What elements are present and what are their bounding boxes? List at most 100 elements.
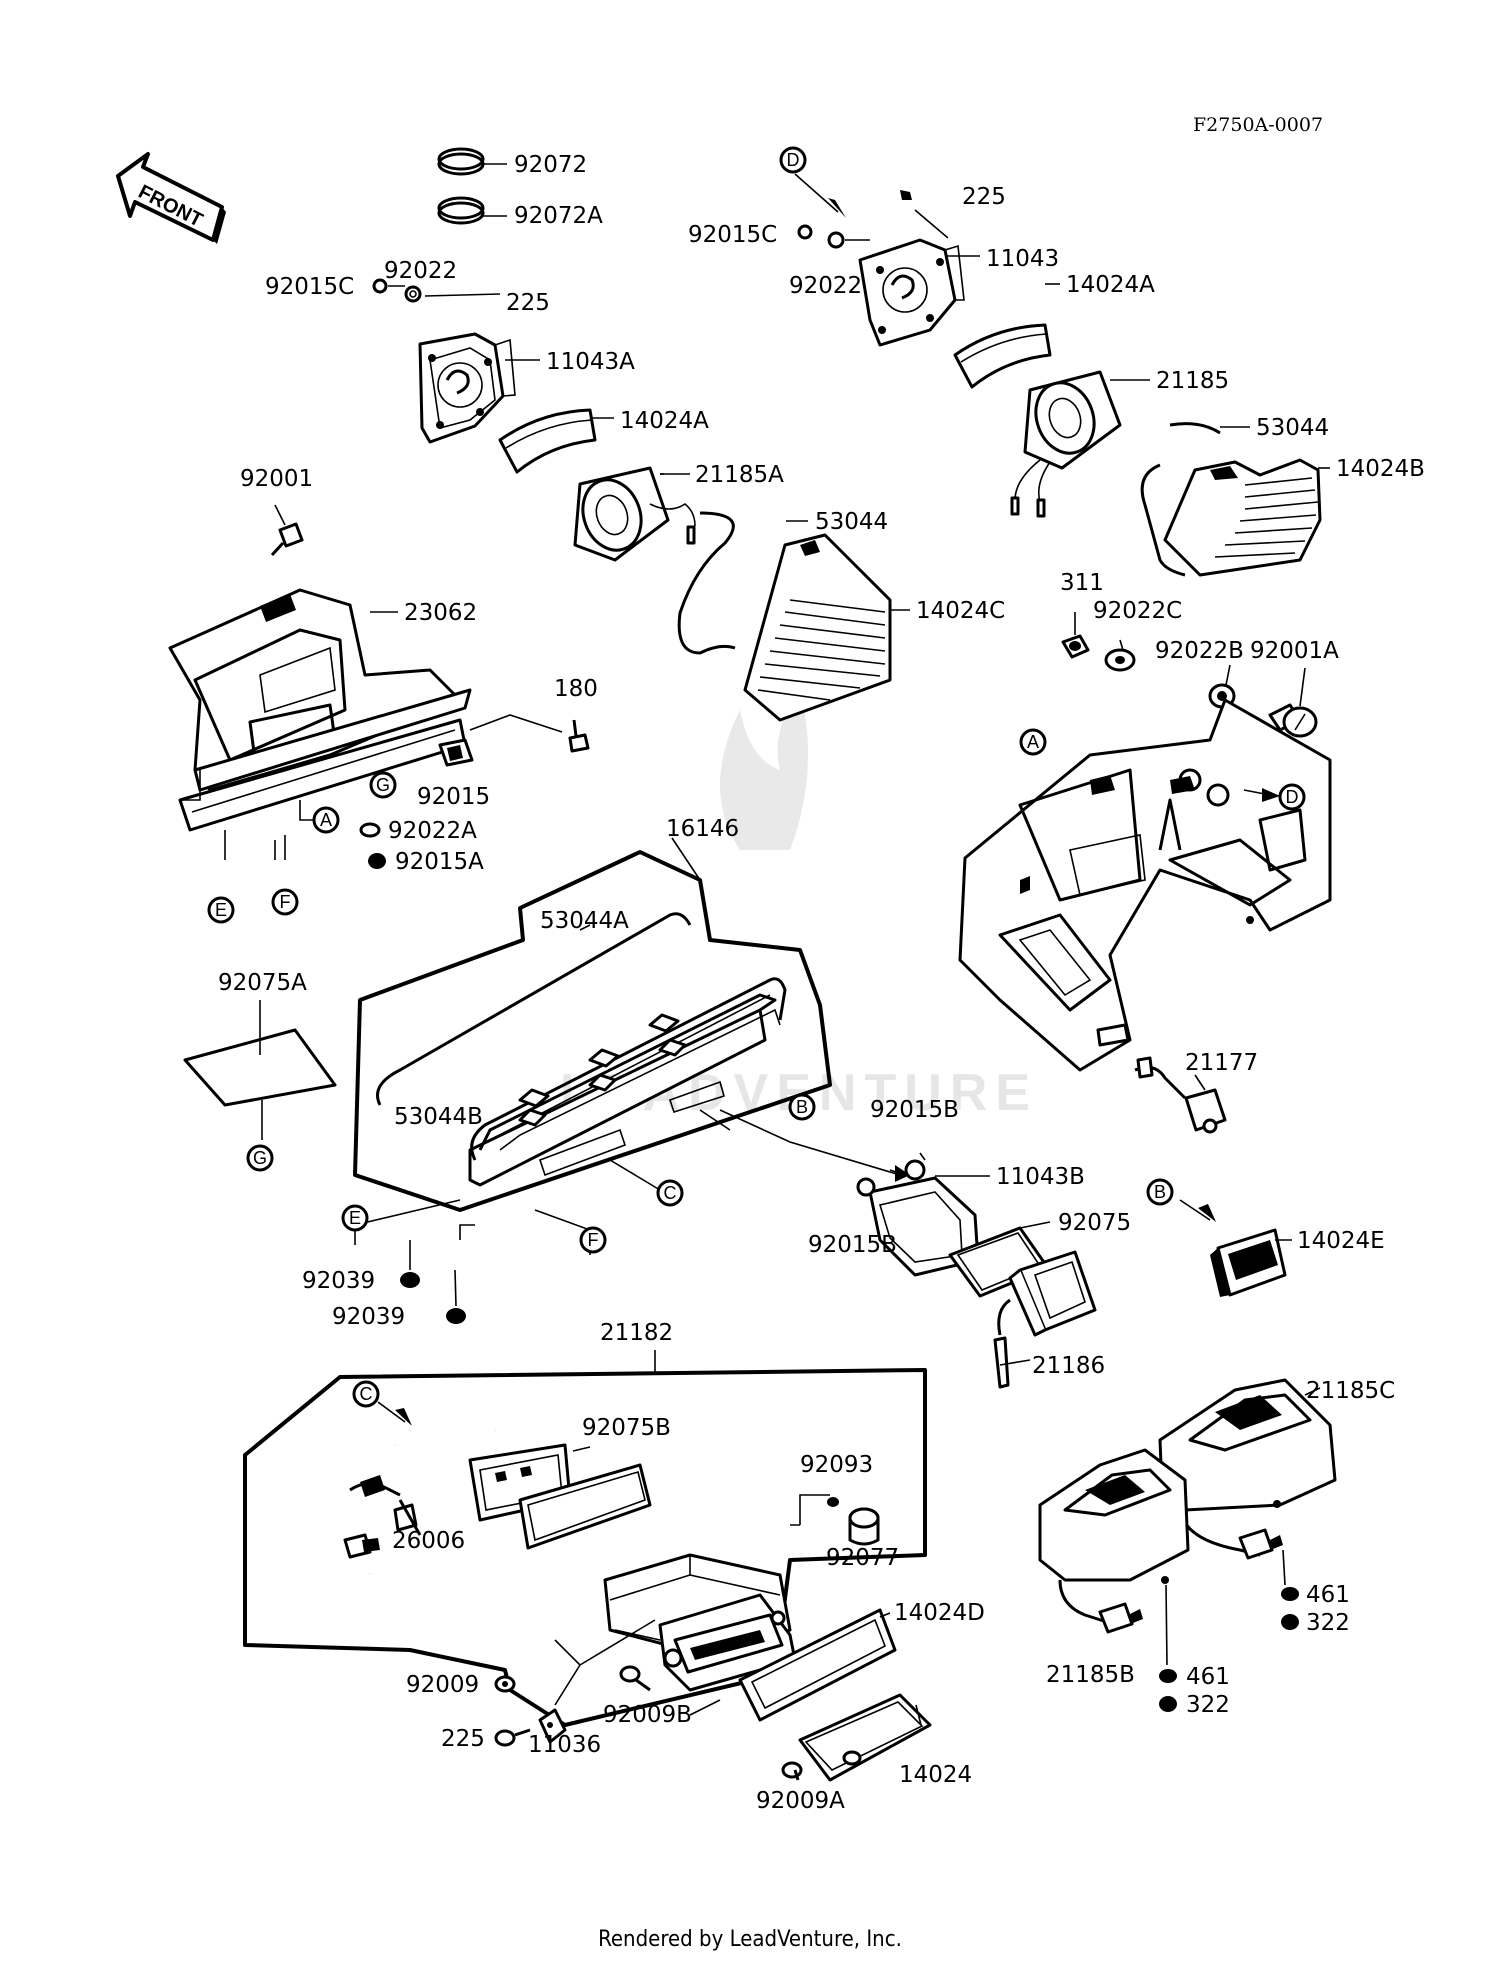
washer-461 [1281, 1549, 1299, 1601]
callout: 92015A [395, 849, 484, 875]
callout: 92075A [218, 970, 307, 996]
callout: 14024D [894, 1600, 985, 1626]
console-body [958, 698, 1332, 1072]
ref-A-bracket: A [312, 806, 340, 834]
screw-180 [469, 714, 590, 753]
callout: 92022 [384, 258, 457, 284]
ref-G-sheet: G [246, 1144, 274, 1172]
switch-21186 [993, 1250, 1097, 1389]
callout: 11043 [986, 246, 1059, 272]
wire-53044-left [677, 511, 736, 655]
callout: 92015 [417, 784, 490, 810]
screw-225 [494, 1728, 531, 1747]
callout: 92015C [265, 274, 354, 300]
callout: 53044 [815, 509, 888, 535]
nut-92015A [368, 853, 386, 869]
ref-letter: E [349, 1208, 361, 1228]
callout: 92039 [302, 1268, 375, 1294]
speaker-box-21185B [1038, 1448, 1190, 1634]
speaker-cover-left [498, 408, 614, 474]
clamp-part [437, 196, 507, 225]
speaker-left [573, 466, 696, 562]
ref-letter: G [376, 775, 390, 795]
callout: 92077 [826, 1545, 899, 1571]
callout: 92072 [514, 152, 587, 178]
ref-C-tray: C [656, 1179, 684, 1207]
callout: 322 [1186, 1692, 1230, 1718]
callout: 92009B [603, 1702, 692, 1728]
ref-letter: E [215, 900, 227, 920]
callout: 225 [962, 184, 1006, 210]
speaker-right [1010, 370, 1150, 518]
kit-outline-16146 [353, 850, 832, 1212]
callout: 92075 [1058, 1210, 1131, 1236]
callout: 92015C [688, 222, 777, 248]
ref-letter: B [796, 1097, 808, 1117]
callout: 92009 [406, 1672, 479, 1698]
callout: 14024A [620, 408, 709, 434]
washer-92093 [827, 1497, 839, 1507]
callout: 311 [1060, 570, 1104, 596]
callout: 92009A [756, 1788, 845, 1814]
side-cover-left [743, 533, 910, 722]
callout: 21182 [600, 1320, 673, 1346]
kit-outline-21182 [243, 1368, 927, 1727]
callout: 21185 [1156, 368, 1229, 394]
wire-53044-right [1140, 422, 1250, 577]
callout: 21185B [1046, 1662, 1135, 1688]
washer-92022B [1208, 664, 1236, 709]
ref-letter: F [280, 892, 291, 912]
callout: 92015B [808, 1232, 897, 1258]
callout: 21185C [1306, 1378, 1395, 1404]
nut-311 [1061, 612, 1090, 659]
callout: 14024 [899, 1762, 972, 1788]
ref-F-bracket: F [271, 888, 299, 916]
callout: 53044A [540, 908, 629, 934]
callout: 461 [1186, 1664, 1230, 1690]
sheet-92075A [183, 1000, 337, 1140]
callout: 21185A [695, 462, 784, 488]
callout: 26006 [392, 1528, 465, 1554]
ref-letter: C [664, 1183, 677, 1203]
ref-letter: D [787, 150, 800, 170]
callout: 92001A [1250, 638, 1339, 664]
callout: 92072A [514, 203, 603, 229]
diagram-code: F2750A-0007 [1193, 114, 1323, 136]
callout: 92001 [240, 466, 313, 492]
callout: 92022C [1093, 598, 1182, 624]
screw-92009A [781, 1761, 803, 1781]
speaker-box-21185C [1158, 1378, 1337, 1560]
footer-credit: Rendered by LeadVenture, Inc. [598, 1927, 902, 1952]
washer-461 [1159, 1584, 1177, 1683]
ref-letter: C [360, 1384, 373, 1404]
callout: 92022 [789, 273, 862, 299]
nut-92015 [438, 738, 474, 767]
ref-D-top: D [779, 146, 807, 174]
callout: 14024E [1297, 1228, 1385, 1254]
callout: 92022B [1155, 638, 1244, 664]
ref-letter: G [253, 1148, 267, 1168]
ref-F-tray: F [579, 1226, 607, 1254]
wiring-harness [299, 1406, 497, 1575]
spacer-92077 [848, 1507, 880, 1546]
rail-53044A [376, 912, 692, 1106]
callout: 16146 [666, 816, 739, 842]
bezel-14024D [738, 1608, 897, 1722]
callout: 53044B [394, 1104, 483, 1130]
ref-letter: D [1286, 787, 1299, 807]
side-cover-right [1163, 458, 1330, 577]
switch-21177 [1134, 1056, 1227, 1134]
callout: 21177 [1185, 1050, 1258, 1076]
nut-322 [1159, 1696, 1177, 1712]
bolt-92001A [1268, 667, 1318, 738]
bolt-92001 [270, 504, 304, 557]
ref-C-harness: C [352, 1380, 380, 1408]
callout: 53044 [1256, 415, 1329, 441]
callout: 21186 [1032, 1353, 1105, 1379]
callout: 92075B [582, 1415, 671, 1441]
switch-14024E [1210, 1228, 1292, 1297]
cover-14024 [798, 1693, 932, 1782]
callout: 322 [1306, 1610, 1350, 1636]
ref-E-tray: E [341, 1204, 369, 1232]
callout: 461 [1306, 1582, 1350, 1608]
